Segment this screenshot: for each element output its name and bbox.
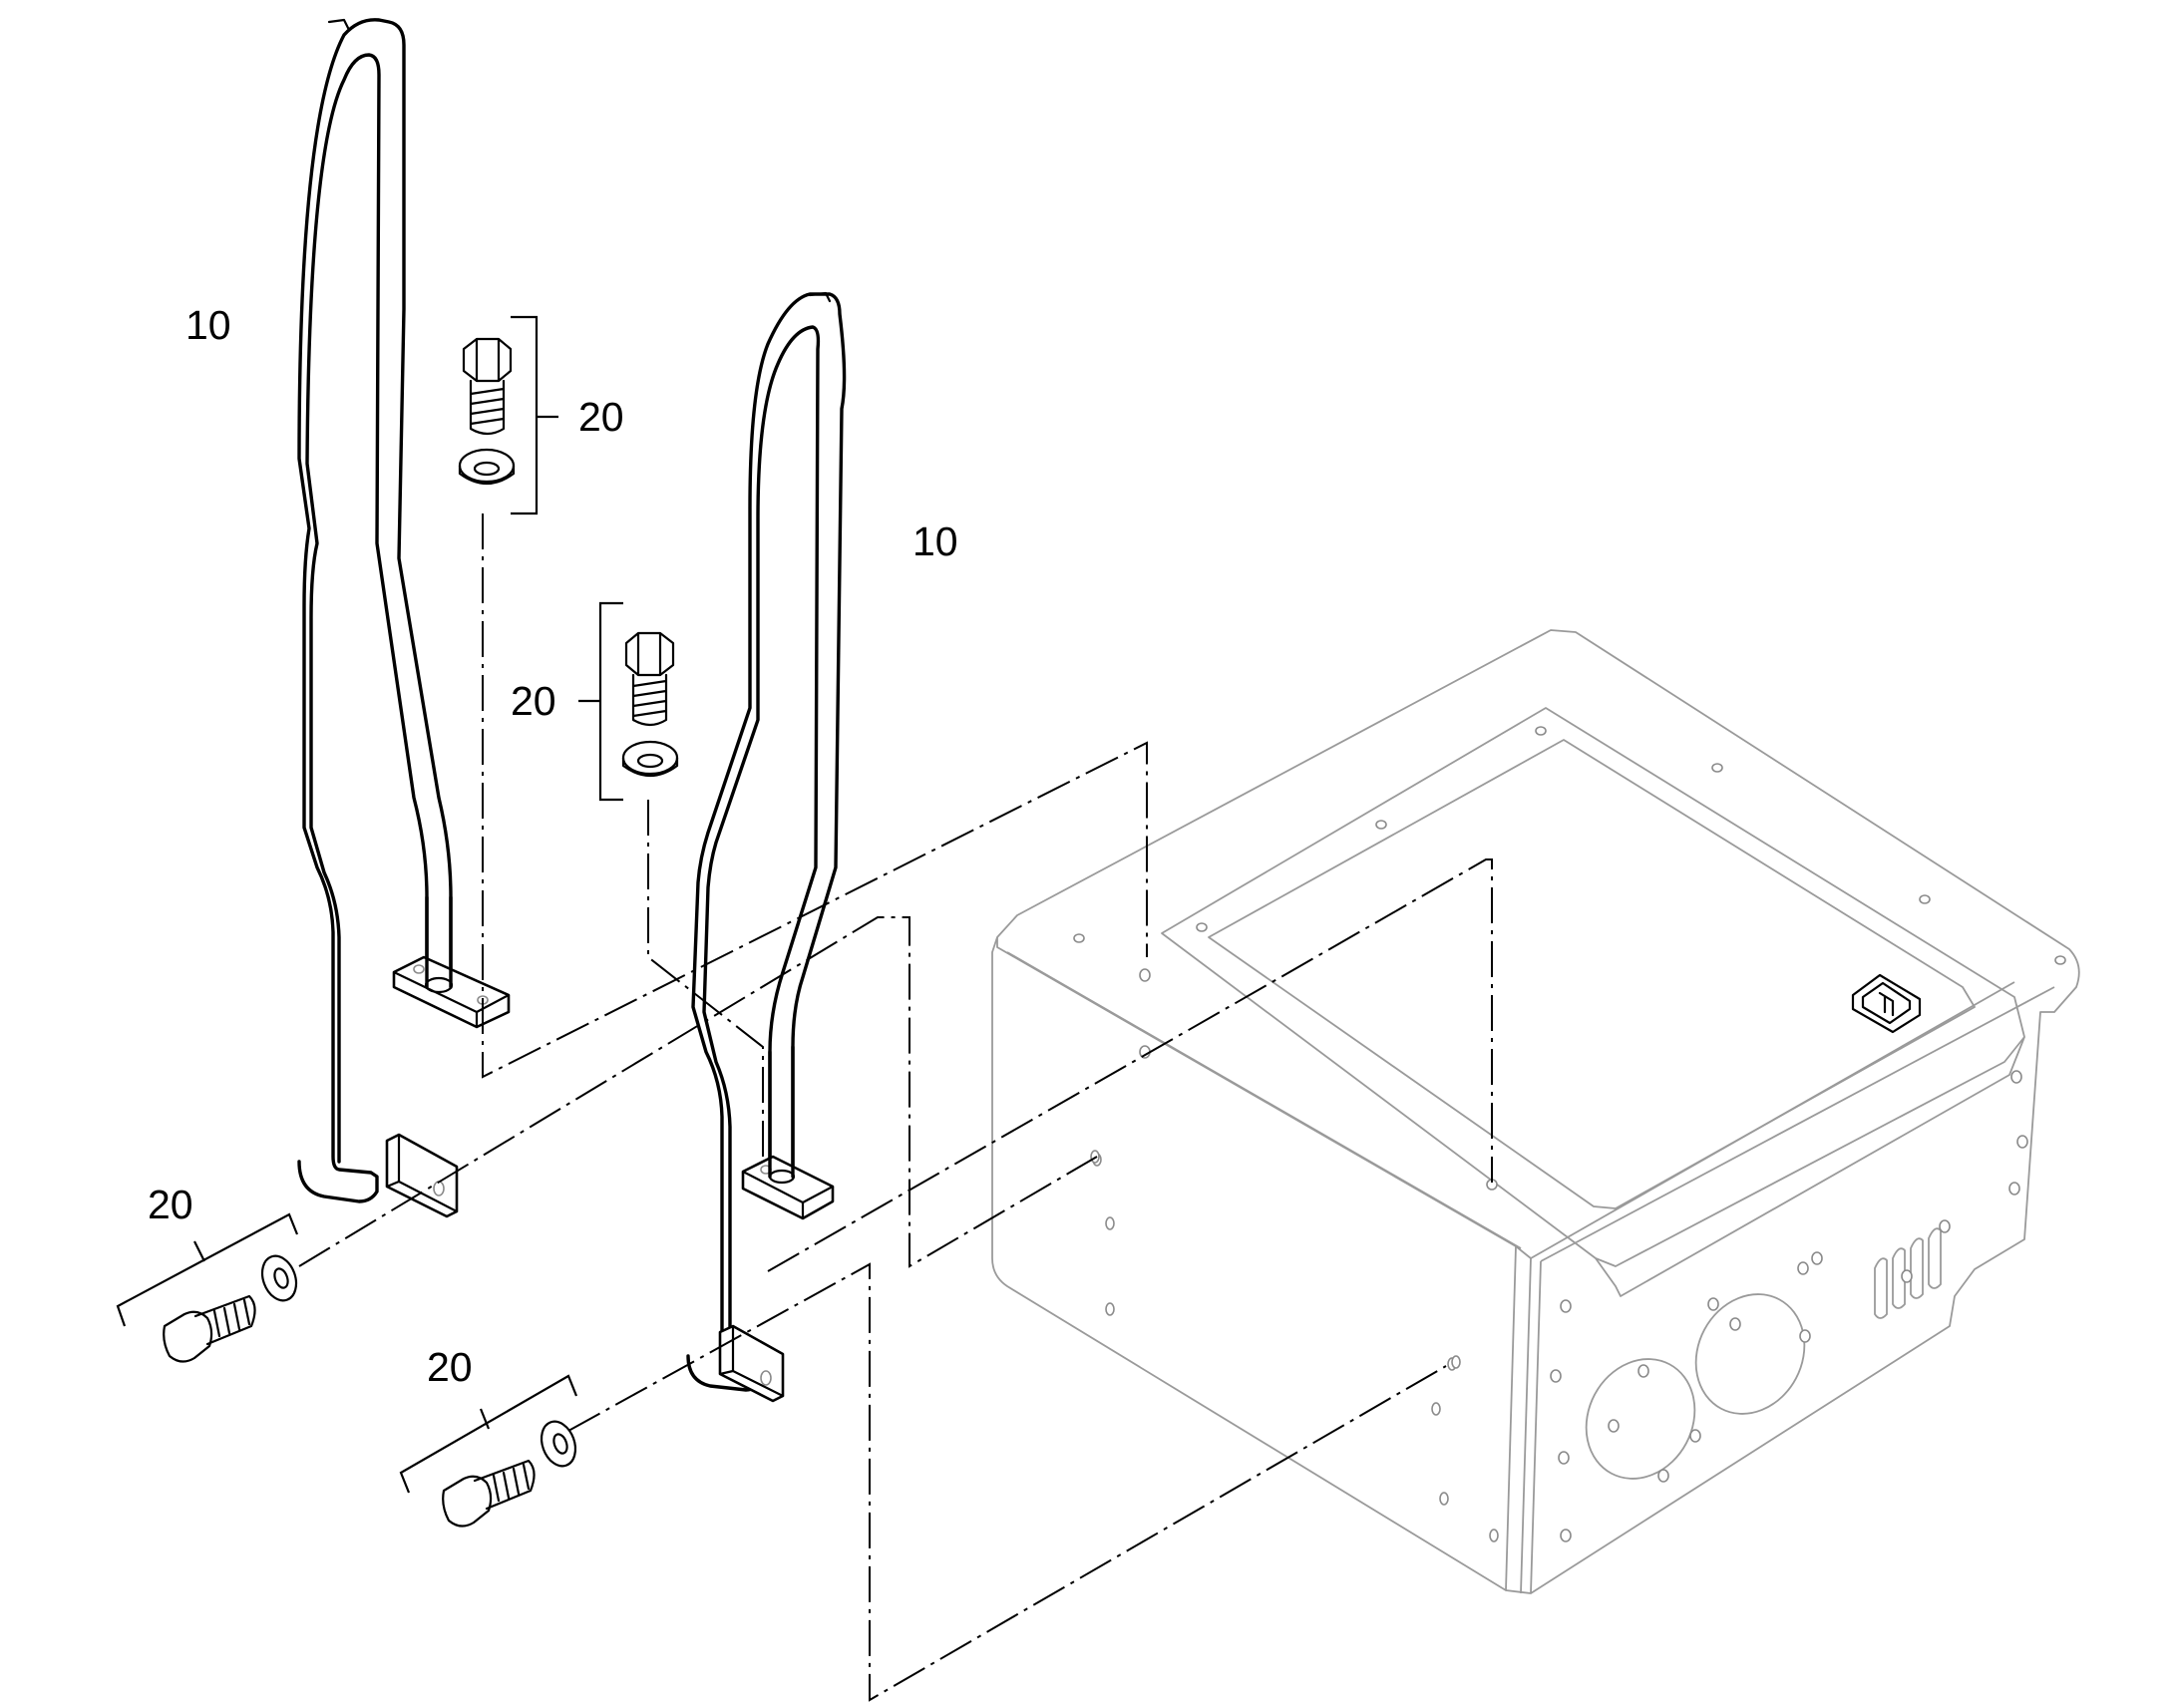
handrail-left-inner <box>305 53 429 1164</box>
lid-frame-outer <box>1161 707 2025 1267</box>
left-rail-bottom-plate <box>385 1133 459 1218</box>
side-opening-large-2 <box>1694 1293 1806 1415</box>
washer-icon-4 <box>540 1420 577 1468</box>
bracket-lower-left <box>116 1212 299 1327</box>
housing-top-front-edge <box>996 937 2015 1259</box>
bracket-middle <box>578 601 623 802</box>
hex-bolt-icon-4 <box>442 1459 536 1528</box>
housing-top-outline <box>991 629 2080 1594</box>
right-rail-top-plate <box>741 1045 835 1220</box>
bolt-set-bottom <box>399 1374 578 1528</box>
bolt-set-middle <box>578 601 679 802</box>
washer-icon <box>458 448 516 484</box>
callout-rail-right: 10 <box>912 518 958 564</box>
handrail-left-outer <box>297 18 479 1203</box>
washer-icon-3 <box>260 1254 298 1302</box>
housing-side-panel <box>1540 986 2055 1262</box>
right-rail-bottom-plate <box>718 1324 785 1403</box>
housing-top-front-edge-inner <box>1006 951 1522 1249</box>
hex-bolt-icon-3 <box>163 1294 256 1363</box>
left-rail-top-plate <box>392 895 511 1029</box>
callout-rail-left: 10 <box>185 302 231 348</box>
mounting-holes <box>1073 726 2066 1542</box>
housing-front-corner <box>1505 1245 1542 1594</box>
callout-bolt-set-middle: 20 <box>511 678 556 724</box>
washer-icon-2 <box>621 740 679 776</box>
callout-bolt-set-bottom: 20 <box>427 1344 473 1390</box>
hex-bolt-icon <box>462 337 513 436</box>
vent-slots <box>1874 1227 1942 1319</box>
bracket-top <box>511 315 558 515</box>
assembly-lines <box>298 513 1493 1702</box>
bolt-set-lower-left <box>116 1212 299 1363</box>
callout-bolt-set-lower-left: 20 <box>148 1182 193 1227</box>
lid-hinge-strip <box>1595 1036 2025 1297</box>
lid-latch <box>1851 973 1922 1034</box>
handrail-right-inner <box>702 325 821 1358</box>
handrail-right-outer <box>686 292 847 1392</box>
lid-frame-inner <box>1208 739 1976 1209</box>
handrail-left <box>297 18 479 1203</box>
bolt-set-top <box>458 315 558 515</box>
callout-bolt-set-top: 20 <box>578 394 624 440</box>
bracket-bottom <box>399 1374 578 1494</box>
side-opening-large-1 <box>1585 1358 1696 1480</box>
hex-bolt-icon-2 <box>624 631 675 727</box>
handrail-right <box>686 291 847 1392</box>
enclosure-housing <box>991 629 2080 1594</box>
